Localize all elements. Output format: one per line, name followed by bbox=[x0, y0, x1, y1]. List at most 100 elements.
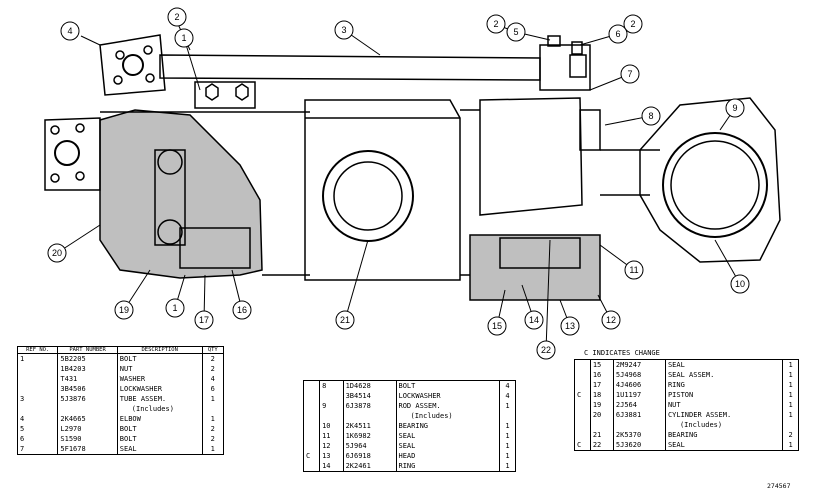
svg-text:19: 19 bbox=[119, 305, 129, 315]
svg-text:13: 13 bbox=[565, 321, 575, 331]
svg-text:1: 1 bbox=[172, 303, 177, 313]
ref-no: 15 bbox=[590, 359, 614, 370]
quantity: 4 bbox=[505, 392, 510, 400]
change-mark bbox=[574, 380, 591, 390]
part-number: 2K5370 bbox=[613, 430, 666, 440]
head-cutaway bbox=[469, 234, 601, 301]
quantity: 4 bbox=[505, 382, 510, 390]
quantity: 2 bbox=[210, 355, 215, 363]
part-number: 1D4628 bbox=[343, 380, 397, 391]
part-number: 2K4511 bbox=[343, 421, 397, 431]
svg-text:21: 21 bbox=[340, 315, 350, 325]
callout-6 bbox=[608, 24, 628, 44]
quantity bbox=[499, 411, 515, 421]
quantity: 1 bbox=[788, 371, 793, 379]
part-number: 1B4203 bbox=[57, 364, 118, 374]
description: SEAL bbox=[665, 440, 784, 451]
callout-12 bbox=[601, 310, 621, 330]
ref-no: 16 bbox=[590, 370, 614, 380]
ref-no bbox=[319, 391, 344, 401]
ref-no: 10 bbox=[319, 421, 344, 431]
callout-1b bbox=[165, 298, 185, 318]
ref-no: 12 bbox=[319, 441, 344, 451]
svg-text:10: 10 bbox=[735, 279, 745, 289]
description: SEAL bbox=[396, 441, 500, 451]
col-desc: DESCRIPTION bbox=[117, 346, 203, 354]
change-mark bbox=[574, 430, 591, 440]
ref-no: 17 bbox=[590, 380, 614, 390]
ref-no: 20 bbox=[590, 410, 614, 420]
quantity: 1 bbox=[788, 411, 793, 419]
part-number: 2K4665 bbox=[57, 414, 118, 424]
svg-text:5: 5 bbox=[513, 27, 518, 37]
part-number: L2970 bbox=[57, 424, 118, 434]
flange-left-top bbox=[99, 34, 166, 96]
callout-11 bbox=[624, 260, 644, 280]
part-number: 3B4506 bbox=[57, 384, 118, 394]
callout-7 bbox=[620, 64, 640, 84]
callout-3 bbox=[334, 20, 354, 40]
description: BOLT bbox=[396, 380, 500, 391]
ref-no bbox=[319, 411, 344, 421]
svg-text:15: 15 bbox=[492, 321, 502, 331]
part-number: 2M9247 bbox=[613, 359, 666, 370]
callout-9 bbox=[725, 98, 745, 118]
callout-5 bbox=[506, 22, 526, 42]
svg-text:16: 16 bbox=[237, 305, 247, 315]
part-number bbox=[57, 404, 118, 414]
rod-eye-bearing-outer bbox=[662, 132, 768, 238]
description: PISTON bbox=[665, 390, 784, 400]
part-number: 5B2205 bbox=[57, 353, 118, 364]
quantity: 1 bbox=[788, 381, 793, 389]
ref-no: 21 bbox=[590, 430, 614, 440]
callout-8 bbox=[641, 106, 661, 126]
change-mark bbox=[303, 380, 321, 391]
svg-text:2: 2 bbox=[174, 12, 179, 22]
ref-no: 1 bbox=[17, 353, 59, 364]
change-mark bbox=[303, 391, 321, 401]
description: RING bbox=[665, 380, 784, 390]
ref-no bbox=[17, 384, 59, 394]
callout-2b bbox=[486, 14, 506, 34]
part-number bbox=[343, 411, 397, 421]
change-mark bbox=[574, 359, 591, 370]
callout-2a bbox=[167, 7, 187, 27]
description: (Includes) bbox=[665, 420, 784, 430]
change-mark bbox=[303, 411, 321, 421]
part-number: 5J3876 bbox=[57, 394, 118, 404]
quantity: 1 bbox=[210, 395, 215, 403]
description: SEAL bbox=[396, 431, 500, 441]
change-mark bbox=[303, 431, 321, 441]
callout-17 bbox=[194, 310, 214, 330]
ref-no: 11 bbox=[319, 431, 344, 441]
change-mark bbox=[303, 461, 321, 472]
ref-no: 18 bbox=[590, 390, 614, 400]
part-number: S1590 bbox=[57, 434, 118, 444]
svg-text:3: 3 bbox=[341, 25, 346, 35]
quantity: 6 bbox=[210, 385, 215, 393]
quantity: 1 bbox=[505, 402, 510, 410]
description: LOCKWASHER bbox=[117, 384, 203, 394]
flange-left bbox=[44, 117, 101, 191]
part-number: 2K2461 bbox=[343, 461, 397, 472]
change-mark bbox=[303, 441, 321, 451]
svg-text:7: 7 bbox=[627, 69, 632, 79]
cylinder-end-cutaway bbox=[99, 109, 263, 279]
ref-no bbox=[590, 420, 614, 430]
table-row: (Includes) bbox=[17, 404, 224, 414]
description: (Includes) bbox=[396, 411, 500, 421]
